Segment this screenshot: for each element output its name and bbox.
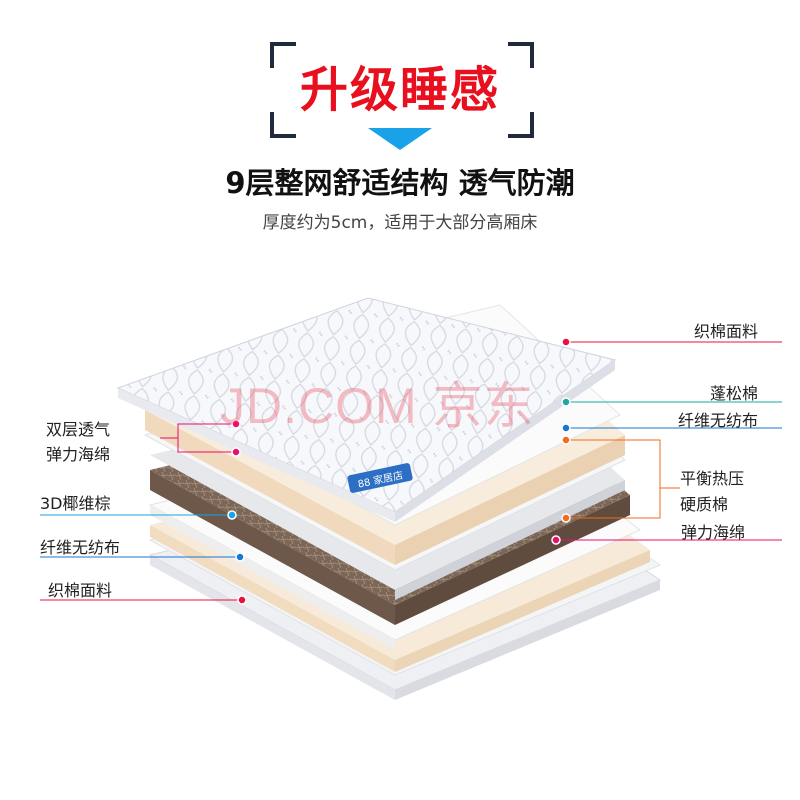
headline: 升级睡感 — [299, 62, 500, 118]
thickness-note: 厚度约为5cm，适用于大部分高厢床 — [262, 213, 538, 233]
label-left-elastic-sponge: 弹力海绵 — [46, 445, 111, 464]
label-left-double-breathable: 双层透气 — [46, 420, 111, 439]
bracket-bottom-right — [508, 112, 534, 138]
subtitle: 9层整网舒适结构 透气防潮 — [225, 166, 575, 200]
bracket-bottom-left — [270, 112, 296, 138]
label-right-nonwoven: 纤维无纺布 — [677, 411, 758, 430]
bracket-top-right — [508, 42, 534, 68]
label-left-fabric: 织棉面料 — [48, 581, 113, 600]
label-left-coir: 3D椰维棕 — [40, 494, 111, 513]
leader-lines-right — [556, 341, 782, 541]
brand-badge — [347, 463, 413, 493]
label-right-fabric: 织棉面料 — [693, 322, 758, 341]
leader-dots-left — [227, 419, 247, 605]
leader-lines-left — [40, 423, 242, 601]
down-arrow-icon — [368, 128, 432, 150]
bracket-top-left — [270, 42, 296, 68]
leader-dots-right — [551, 337, 571, 545]
label-right-hard-cotton: 硬质棉 — [680, 495, 729, 514]
layer-top-fabric — [116, 297, 617, 522]
label-right-sponge: 弹力海绵 — [680, 523, 745, 542]
label-left-nonwoven: 纤维无纺布 — [40, 538, 121, 557]
label-right-heat-press: 平衡热压 — [680, 469, 745, 488]
watermark: JD.COM 京东 — [220, 378, 535, 434]
label-right-fluffy-cotton: 蓬松棉 — [709, 384, 758, 403]
